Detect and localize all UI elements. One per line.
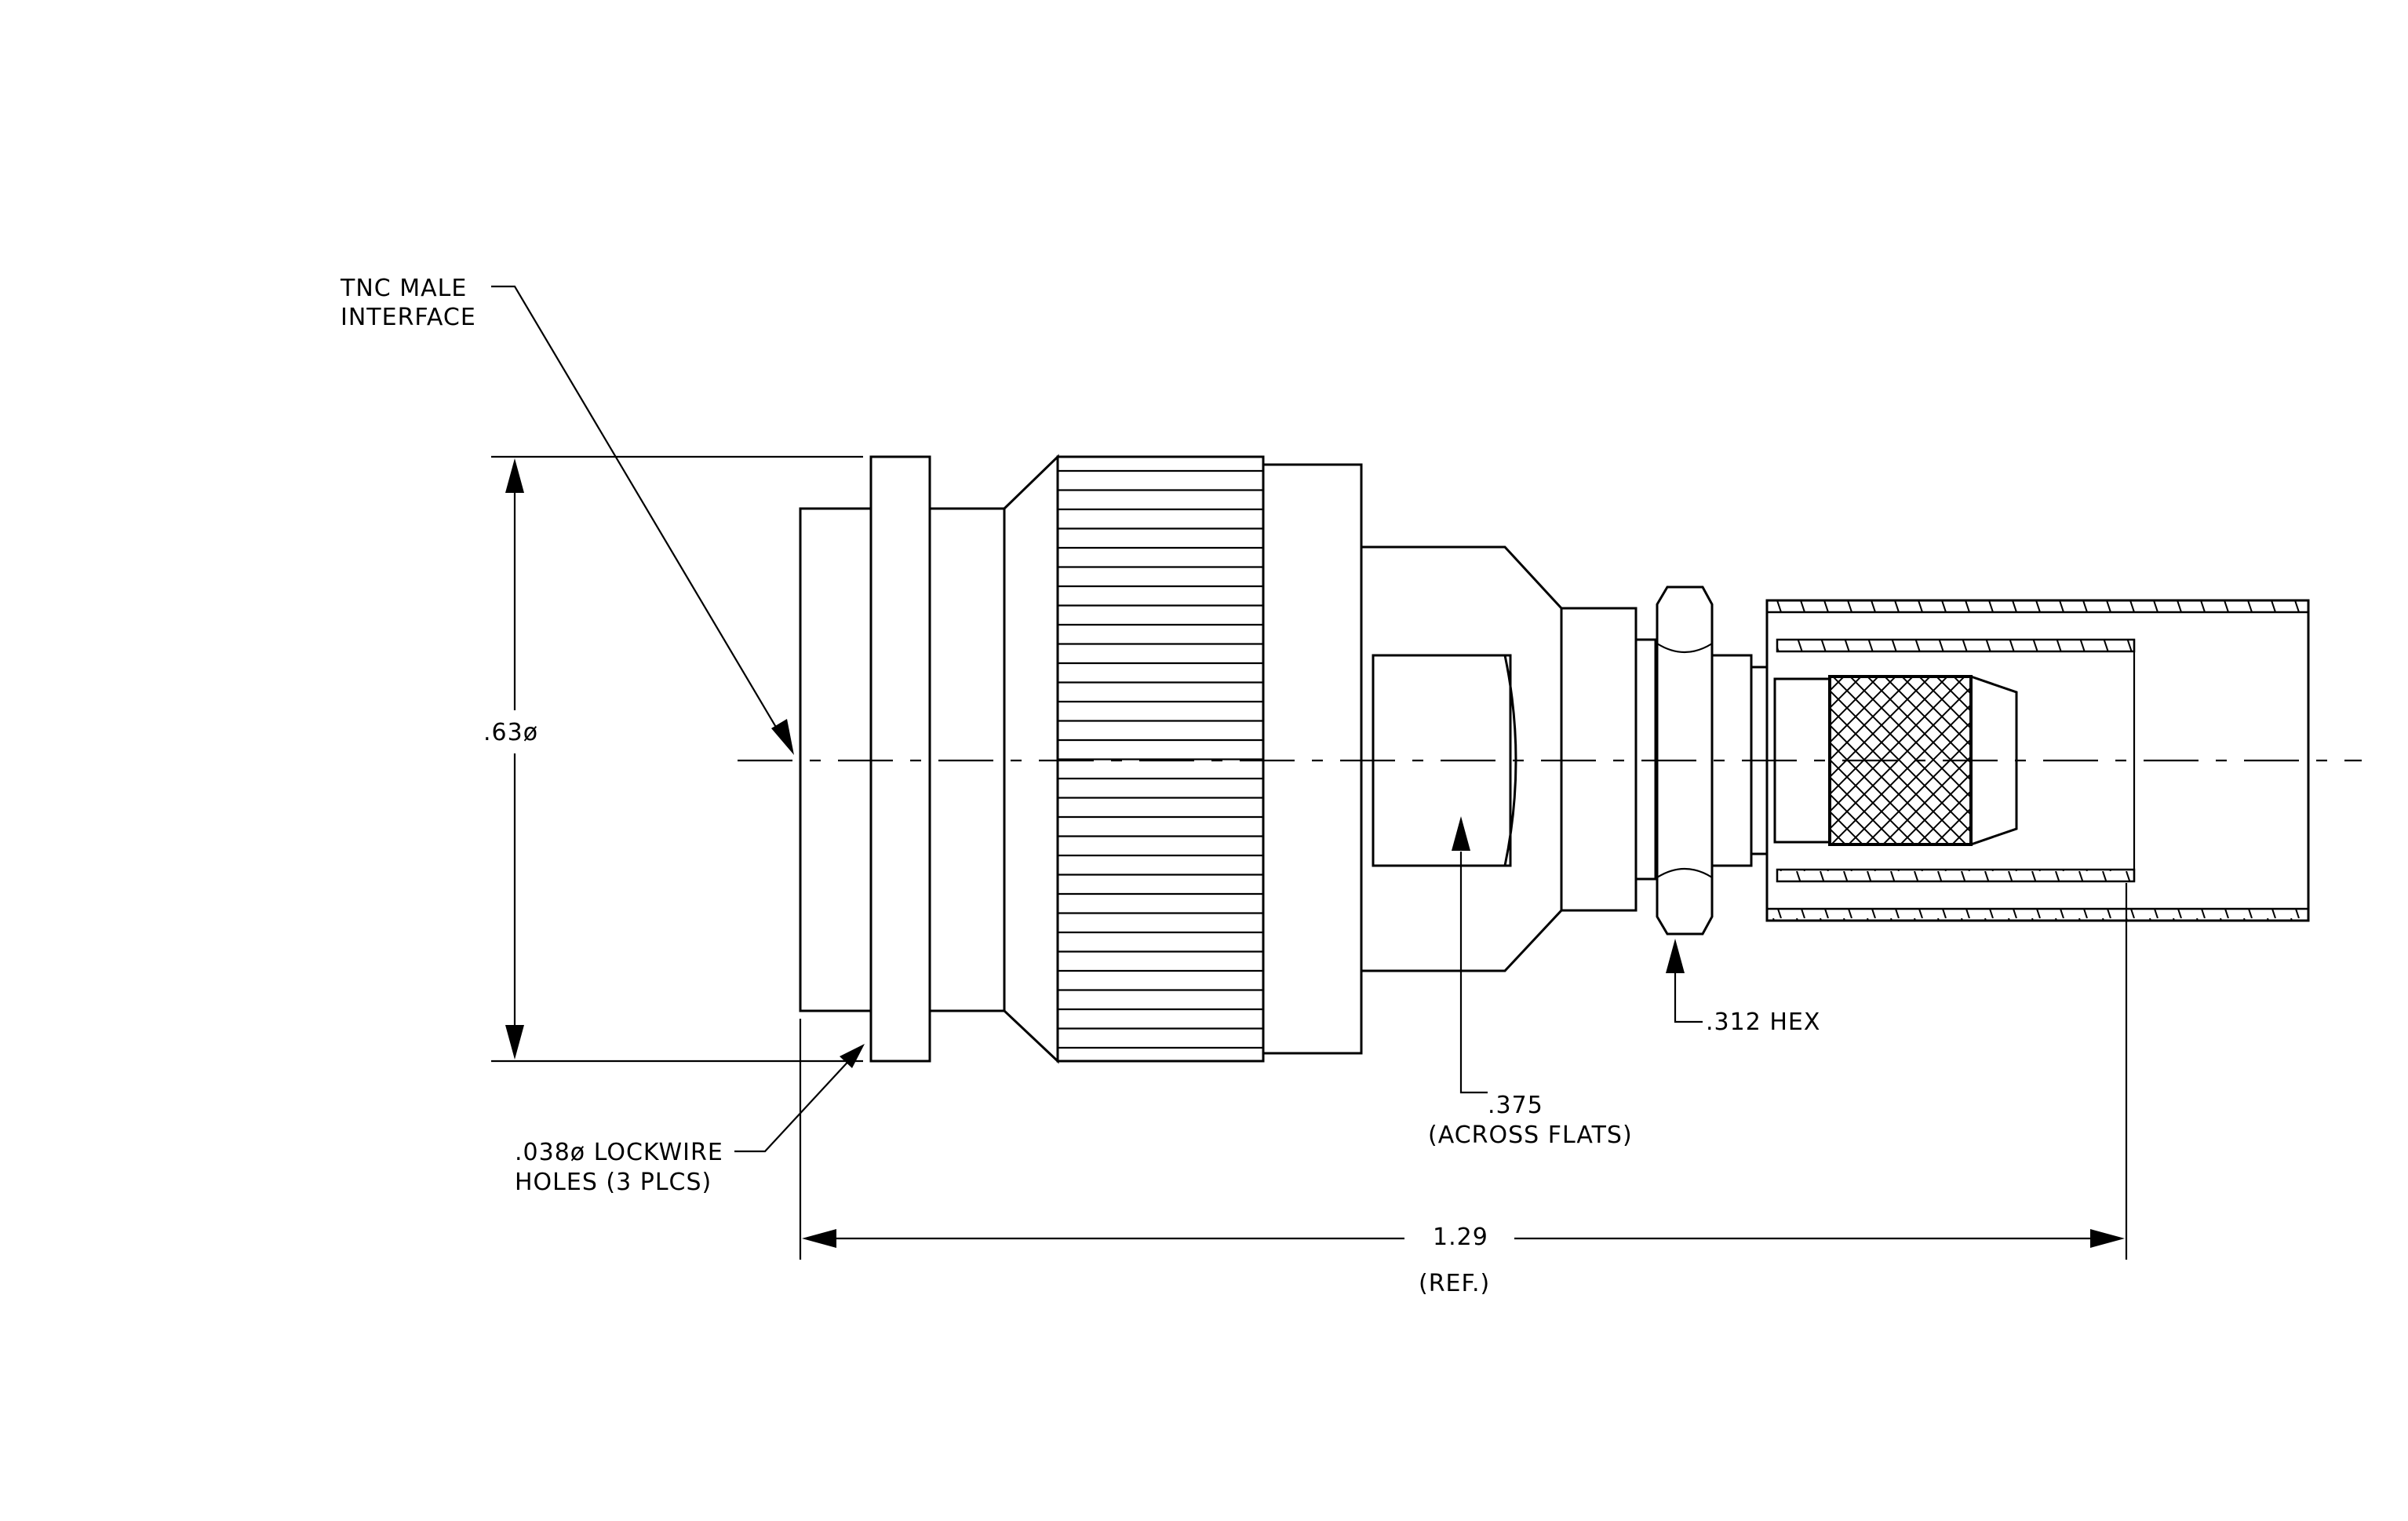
body-shoulder	[1560, 607, 1657, 912]
coupling-nut-ribs	[1058, 469, 1263, 1049]
crimp-sleeve	[1765, 599, 2310, 922]
interface-label-line2: INTERFACE	[341, 304, 476, 331]
flats-note-label: (ACROSS FLATS)	[1428, 1122, 1633, 1149]
coupling-nut	[1003, 454, 1363, 1064]
interface-label-line1: TNC MALE	[340, 275, 467, 302]
diameter-label: .63ø	[483, 719, 538, 746]
diameter-dimension: .63ø	[483, 455, 863, 1063]
length-note-label: (REF.)	[1419, 1270, 1490, 1297]
hex-label: .312 HEX	[1706, 1009, 1820, 1036]
lockwire-label-line2: HOLES (3 PLCS)	[515, 1169, 712, 1196]
length-value-label: 1.29	[1433, 1224, 1488, 1251]
lockwire-flange	[869, 455, 931, 1063]
length-dimension: 1.29 (REF.)	[799, 883, 2128, 1297]
lockwire-callout: .038ø LOCKWIRE HOLES (3 PLCS)	[515, 1044, 865, 1196]
hex-callout: .312 HEX	[1666, 939, 1820, 1036]
flats-value-label: .375	[1488, 1092, 1543, 1119]
flats-callout: .375 (ACROSS FLATS)	[1428, 816, 1633, 1149]
lockwire-label-line1: .038ø LOCKWIRE	[515, 1139, 723, 1166]
interface-callout: TNC MALE INTERFACE	[340, 275, 794, 755]
